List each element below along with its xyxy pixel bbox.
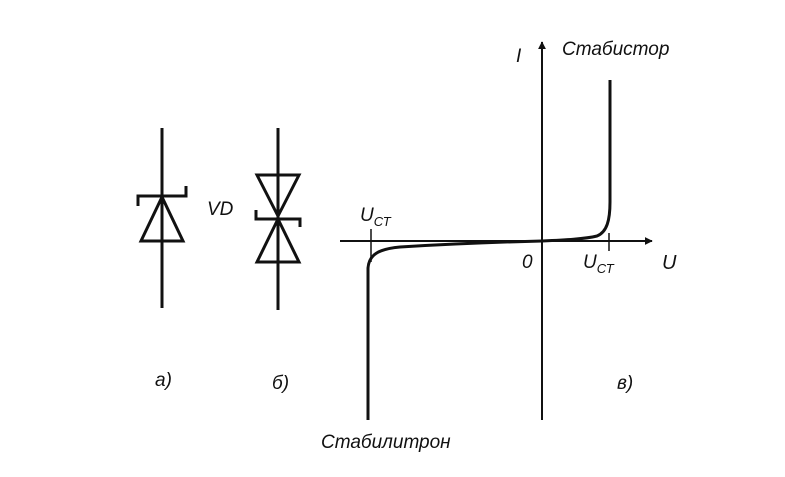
designator-vd: VD [207,199,234,220]
axis-x-label: U [662,252,677,274]
iv-curve [366,80,612,420]
threshold-label-positive: UСТ [583,252,615,276]
threshold-label-negative: UСТ [360,205,392,229]
zener-diode-symbol [136,128,188,308]
caption-c: в) [617,373,633,394]
stabistor-label: Стабистор [562,39,669,60]
bidir-triangle-top [254,173,302,220]
origin-label: 0 [522,252,533,273]
caption-b: б) [272,373,289,394]
bidirectional-zener-symbol [254,128,302,310]
stabilitron-label: Стабилитрон [321,432,451,453]
caption-a: а) [155,370,172,391]
bidir-triangle-bottom [254,215,302,264]
axis-y-label: I [516,46,522,67]
iv-graph: I U 0 Стабистор Стабилитрон UСТ UСТ в) [321,39,677,453]
zener-bar [136,186,188,206]
bidir-bar [254,210,302,227]
zener-triangle [138,193,186,243]
